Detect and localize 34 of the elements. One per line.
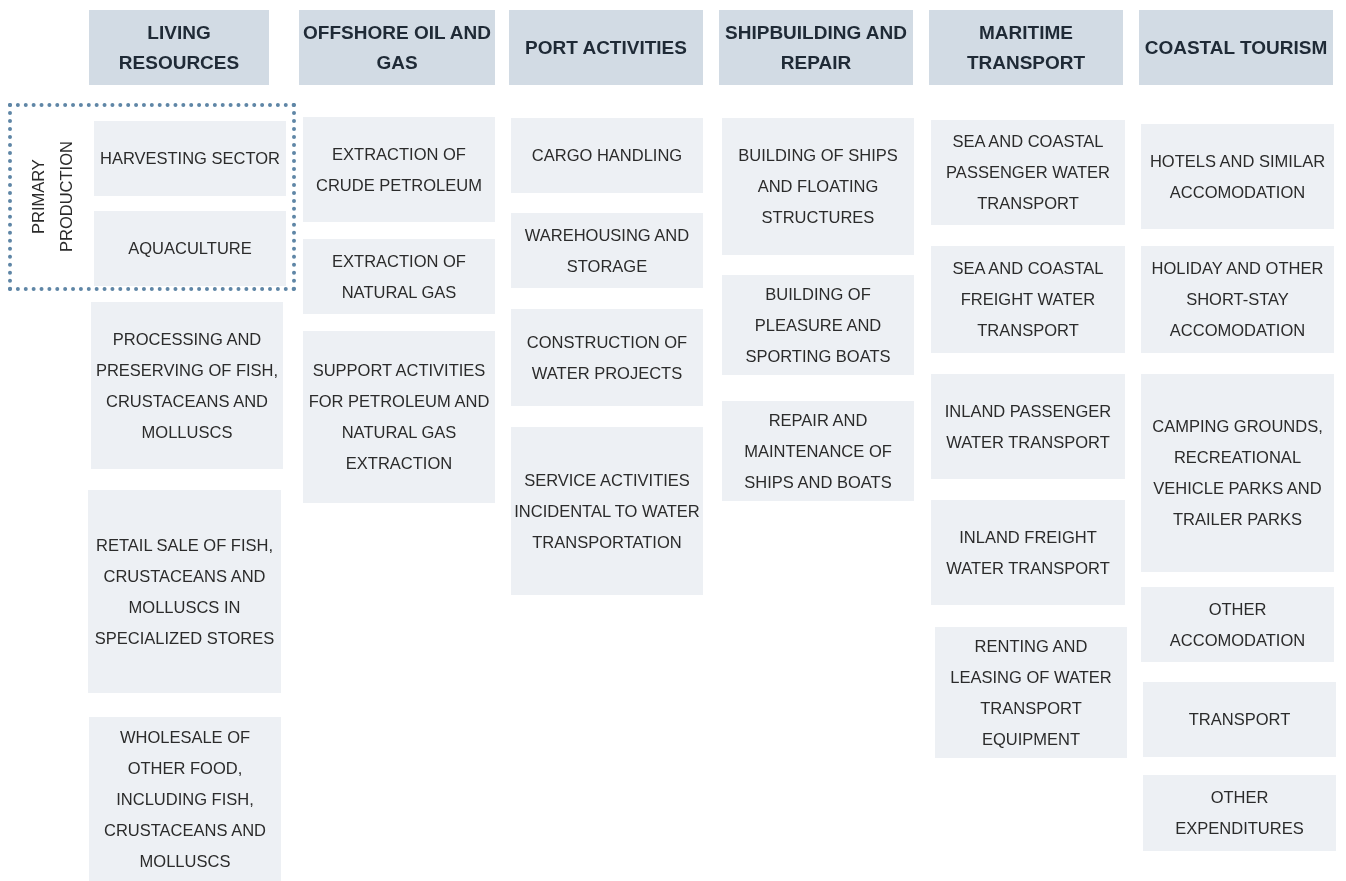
category-box: EXTRACTION OF CRUDE PETROLEUM — [303, 117, 495, 222]
category-box: TRANSPORT — [1143, 682, 1336, 757]
category-box: HOLIDAY AND OTHER SHORT-STAY ACCOMODATION — [1141, 246, 1334, 353]
category-box: BUILDING OF PLEASURE AND SPORTING BOATS — [722, 275, 914, 375]
category-box: BUILDING OF SHIPS AND FLOATING STRUCTURES — [722, 118, 914, 255]
column-header: SHIPBUILDING AND REPAIR — [719, 10, 913, 85]
column-header: MARITIME TRANSPORT — [929, 10, 1123, 85]
category-box: EXTRACTION OF NATURAL GAS — [303, 239, 495, 314]
column-header: LIVING RESOURCES — [89, 10, 269, 85]
category-box: SEA AND COASTAL PASSENGER WATER TRANSPORT — [931, 120, 1125, 225]
category-box: REPAIR AND MAINTENANCE OF SHIPS AND BOATS — [722, 401, 914, 501]
category-box: SUPPORT ACTIVITIES FOR PETROLEUM AND NATURAL GAS EXTRACTION — [303, 331, 495, 503]
category-box: INLAND PASSENGER WATER TRANSPORT — [931, 374, 1125, 479]
category-box: RENTING AND LEASING OF WATER TRANSPORT EQUIPMENT — [935, 627, 1127, 758]
category-box: WHOLESALE OF OTHER FOOD, INCLUDING FISH, CRUSTACEANS AND MOLLUSCS — [89, 717, 281, 881]
category-box: WAREHOUSING AND STORAGE — [511, 213, 703, 288]
column-header: PORT ACTIVITIES — [509, 10, 703, 85]
category-box: CARGO HANDLING — [511, 118, 703, 193]
group-frame — [8, 103, 296, 291]
category-box: OTHER ACCOMODATION — [1141, 587, 1334, 662]
column-header: COASTAL TOURISM — [1139, 10, 1333, 85]
group-label: PRIMARY PRODUCTION — [28, 140, 76, 255]
category-box: CONSTRUCTION OF WATER PROJECTS — [511, 309, 703, 406]
category-box: INLAND FREIGHT WATER TRANSPORT — [931, 500, 1125, 605]
category-box: AQUACULTURE — [94, 211, 286, 286]
category-box: HARVESTING SECTOR — [94, 121, 286, 196]
category-box: HOTELS AND SIMILAR ACCOMODATION — [1141, 124, 1334, 229]
category-box: OTHER EXPENDITURES — [1143, 775, 1336, 851]
category-box: SEA AND COASTAL FREIGHT WATER TRANSPORT — [931, 246, 1125, 353]
column-header: OFFSHORE OIL AND GAS — [299, 10, 495, 85]
category-box: RETAIL SALE OF FISH, CRUSTACEANS AND MOLLUSCS IN SPECIALIZED STORES — [88, 490, 281, 693]
category-box: CAMPING GROUNDS, RECREATIONAL VEHICLE PARKS AND TRAILER PARKS — [1141, 374, 1334, 572]
category-box: SERVICE ACTIVITIES INCIDENTAL TO WATER TRANSPORTATION — [511, 427, 703, 595]
category-box: PROCESSING AND PRESERVING OF FISH, CRUSTACEANS AND MOLLUSCS — [91, 302, 283, 469]
